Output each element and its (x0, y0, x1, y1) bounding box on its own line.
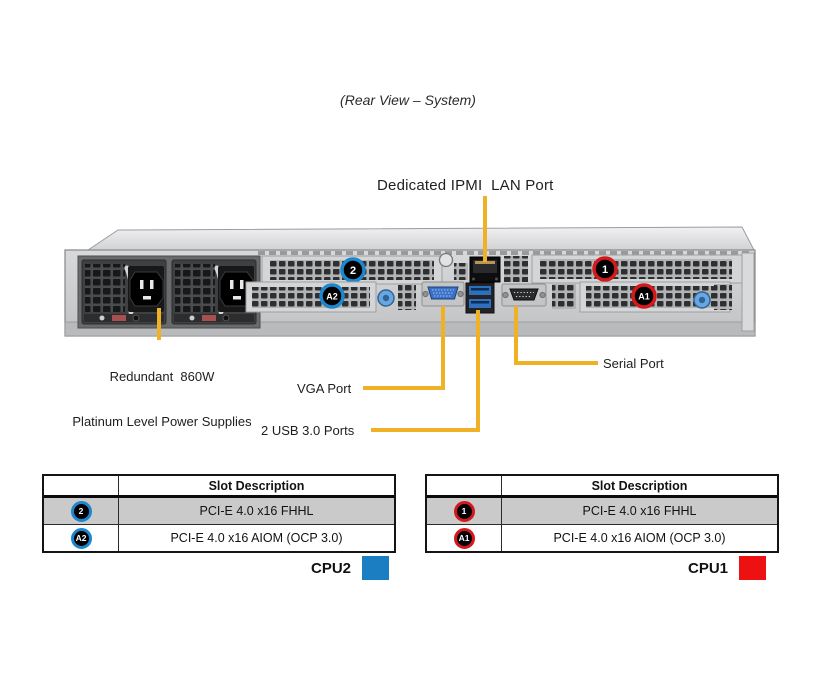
psu-label-line2: Platinum Level Power Supplies (72, 414, 252, 429)
callout-line-psu (157, 308, 161, 340)
table-header-slot-cell (44, 476, 118, 495)
slot-a1-description: PCI-E 4.0 x16 AIOM (OCP 3.0) (501, 525, 777, 551)
callout-line-ipmi (483, 196, 487, 262)
psu-label: Redundant 860W Platinum Level Power Supp… (40, 339, 284, 459)
slot-2-badge-label: 2 (350, 265, 356, 277)
vga-port-label: VGA Port (297, 381, 352, 396)
slot-a2-description: PCI-E 4.0 x16 AIOM (OCP 3.0) (118, 525, 394, 551)
psu-led (99, 315, 105, 321)
serial-port-label: Serial Port (603, 356, 664, 371)
serial-port (501, 283, 547, 307)
cpu2-color-swatch (362, 556, 390, 580)
power-supply-module-1 (81, 259, 167, 325)
table-row: A2 PCI-E 4.0 x16 AIOM (OCP 3.0) (44, 524, 394, 551)
slot-a1-badge (631, 283, 657, 309)
slot-a2-table-badge: A2 (70, 527, 92, 549)
callout-line-serial-h (514, 361, 598, 365)
slot-a1-table-badge: A1 (453, 527, 475, 549)
slot-2-description: PCI-E 4.0 x16 FHHL (118, 498, 394, 524)
pcie-slot-2: 2 (261, 255, 443, 285)
usb-ports-label: 2 USB 3.0 Ports (261, 423, 355, 438)
slot-table-right: Slot Description 1 PCI-E 4.0 x16 FHHL A1… (425, 474, 779, 553)
table-header-row: Slot Description (44, 476, 394, 495)
slot-1-badge-label: 1 (602, 264, 608, 276)
psu-label-sticker (202, 315, 216, 321)
slot-a2-badge-label: A2 (326, 292, 338, 302)
power-supply-bay (77, 255, 261, 329)
table-header-description: Slot Description (118, 476, 394, 495)
cpu1-label: CPU1 (688, 559, 729, 577)
slot-a2-badge (319, 283, 345, 309)
psu-vent-grid (175, 264, 215, 312)
psu-label-line1: Redundant 860W (109, 369, 215, 384)
slot-table-left: Slot Description 2 PCI-E 4.0 x16 FHHL A2… (42, 474, 396, 553)
chassis-lid (83, 226, 756, 253)
cpu2-legend: CPU2 (311, 556, 390, 580)
ipmi-lan-port-label: Dedicated IPMI LAN Port (377, 177, 554, 194)
cpu2-label: CPU2 (311, 559, 352, 577)
aiom-slot-a1: A1 (579, 281, 732, 313)
uid-dial (438, 252, 454, 268)
aiom-slot-a2: A2 (245, 281, 416, 313)
server-rear-view-illustration: 2 A2 (64, 226, 756, 337)
slot-2-table-badge: 2 (70, 500, 92, 522)
slot-a1-badge-label: A1 (638, 292, 650, 302)
table-row: A1 PCI-E 4.0 x16 AIOM (OCP 3.0) (427, 524, 777, 551)
table-row: 1 PCI-E 4.0 x16 FHHL (427, 495, 777, 524)
page-title: (Rear View – System) (340, 92, 476, 108)
table-header-slot-cell (427, 476, 501, 495)
cpu1-legend: CPU1 (688, 556, 767, 580)
slot-1-table-badge: 1 (453, 500, 475, 522)
callout-line-vga-v (441, 306, 445, 390)
cpu1-color-swatch (739, 556, 767, 580)
vga-port (421, 281, 465, 307)
table-header-description: Slot Description (501, 476, 777, 495)
table-header-row: Slot Description (427, 476, 777, 495)
callout-line-usb-v (476, 310, 480, 432)
psu-led (189, 315, 195, 321)
callout-line-usb-h (371, 428, 480, 432)
psu-ac-inlet (129, 271, 164, 307)
right-latch-bracket (741, 252, 755, 332)
power-supply-module-2 (171, 259, 257, 325)
callout-line-vga-h (363, 386, 445, 390)
pcie-slot-1: 1 (531, 254, 745, 284)
table-row: 2 PCI-E 4.0 x16 FHHL (44, 495, 394, 524)
psu-vent-grid (85, 264, 125, 312)
usb-3-ports (465, 282, 495, 314)
callout-line-serial-v (514, 306, 518, 365)
slot-2-badge (340, 257, 366, 283)
slot-1-badge (592, 256, 618, 282)
psu-label-sticker (112, 315, 126, 321)
slot-1-description: PCI-E 4.0 x16 FHHL (501, 498, 777, 524)
